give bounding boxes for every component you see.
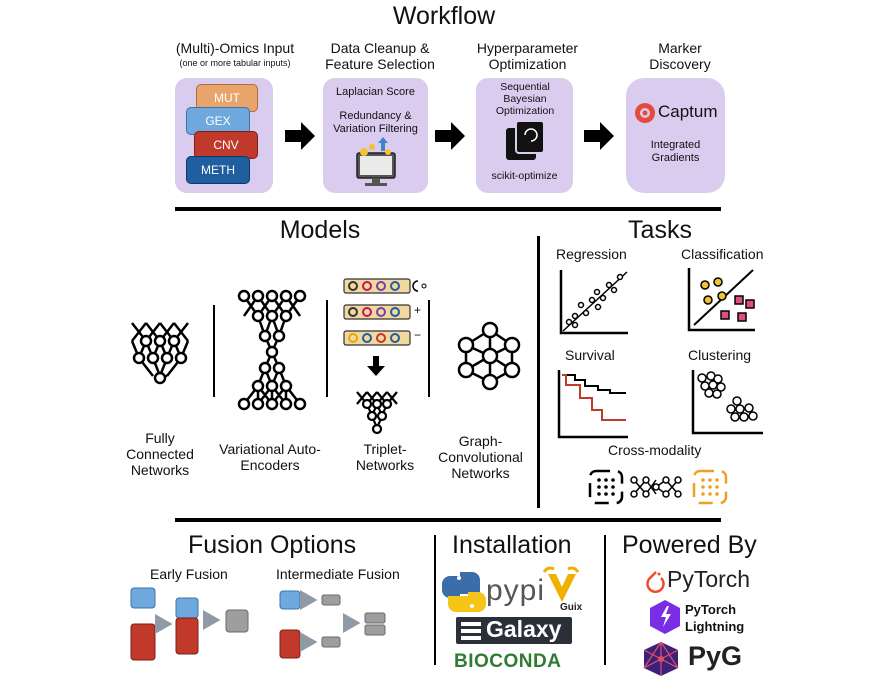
task-survival: Survival [565, 347, 615, 363]
marker-card [626, 78, 725, 193]
model-triplet-label: Triplet-Networks [355, 441, 415, 473]
classification-plot-icon [687, 268, 755, 332]
task-classification: Classification [681, 246, 764, 262]
early-fusion-diagram [130, 587, 249, 661]
marker-label: Marker Discovery [649, 40, 711, 72]
python-icon [442, 572, 486, 612]
intermediate-fusion-label: Intermediate Fusion [276, 566, 400, 582]
powered-title: Powered By [622, 531, 757, 559]
triplet-minus: − [414, 328, 422, 342]
model-fcn-label: Fully Connected Networks [126, 430, 194, 478]
regression-plot-icon [559, 270, 628, 335]
tasks-title: Tasks [628, 216, 692, 244]
fusion-title: Fusion Options [188, 531, 357, 559]
intermediate-fusion-diagram [279, 590, 386, 659]
guix-logo-text: Guix [560, 602, 583, 613]
task-regression: Regression [556, 246, 627, 262]
captum-icon [635, 103, 655, 123]
fully-connected-network-icon [130, 322, 190, 385]
galaxy-icon [461, 622, 481, 640]
bottom-divider-1 [434, 535, 436, 665]
triplet-network-icon [343, 278, 427, 435]
workflow-title: Workflow [392, 2, 496, 30]
gcn-icon [457, 321, 521, 391]
lightning-logo-text-1: PyTorch [685, 602, 737, 617]
omics-gex: GEX [186, 107, 250, 135]
models-divider-3 [428, 300, 430, 397]
models-divider-1 [213, 305, 215, 397]
bioconda-logo-text: BIOCONDA [454, 651, 562, 672]
laplacian-score: Laplacian Score [336, 86, 415, 98]
pyg-icon [643, 641, 679, 676]
workflow-divider [175, 207, 721, 211]
models-title: Models [279, 216, 361, 244]
captum-logo-text: Captum [658, 102, 718, 121]
clustering-plot-icon [691, 370, 763, 435]
vae-icon [237, 289, 307, 411]
cross-modality-icon [588, 469, 728, 505]
task-cross-modality: Cross-modality [608, 442, 702, 458]
task-clustering: Clustering [688, 347, 752, 363]
hpo-label: Hyperparameter Optimization [476, 40, 579, 72]
omics-meth: METH [186, 156, 250, 184]
galaxy-logo-text: Galaxy [486, 616, 562, 642]
workflow-arrows [285, 122, 614, 150]
variation-filtering: Redundancy & Variation Filtering [333, 110, 418, 135]
omics-cnv: CNV [194, 131, 258, 159]
triplet-plus: + [414, 303, 422, 317]
lightning-icon [650, 600, 680, 634]
models-divider-2 [326, 300, 328, 397]
early-fusion-label: Early Fusion [150, 566, 228, 582]
cleanup-label: Data Cleanup & Feature Selection [325, 40, 435, 72]
omics-input-label: (Multi)-Omics Input [175, 40, 295, 56]
survival-plot-icon [557, 370, 628, 439]
bottom-divider [175, 518, 721, 522]
guix-icon [542, 566, 580, 602]
installation-title: Installation [452, 531, 572, 559]
pypi-logo-text: pypi [486, 574, 546, 607]
model-vae-label: Variational Auto-Encoders [219, 441, 321, 473]
omics-input-sublabel: (one or more tabular inputs) [179, 58, 291, 68]
pytorch-icon [646, 571, 665, 593]
scikit-optimize-icon [506, 120, 545, 160]
feature-selection-icon [356, 137, 396, 186]
bayesian-opt: Sequential Bayesian Optimization [495, 81, 555, 117]
lightning-logo-text-2: Lightning [685, 619, 745, 634]
scikit-optimize: scikit-optimize [491, 170, 558, 182]
bottom-divider-2 [604, 535, 606, 665]
pytorch-logo-text: PyTorch [667, 566, 751, 592]
models-tasks-divider [537, 236, 540, 508]
integrated-gradients: Integrated Gradients [650, 139, 701, 164]
pyg-logo-text: PyG [688, 641, 743, 671]
model-gcn-label: Graph-Convolutional Networks [438, 433, 523, 481]
